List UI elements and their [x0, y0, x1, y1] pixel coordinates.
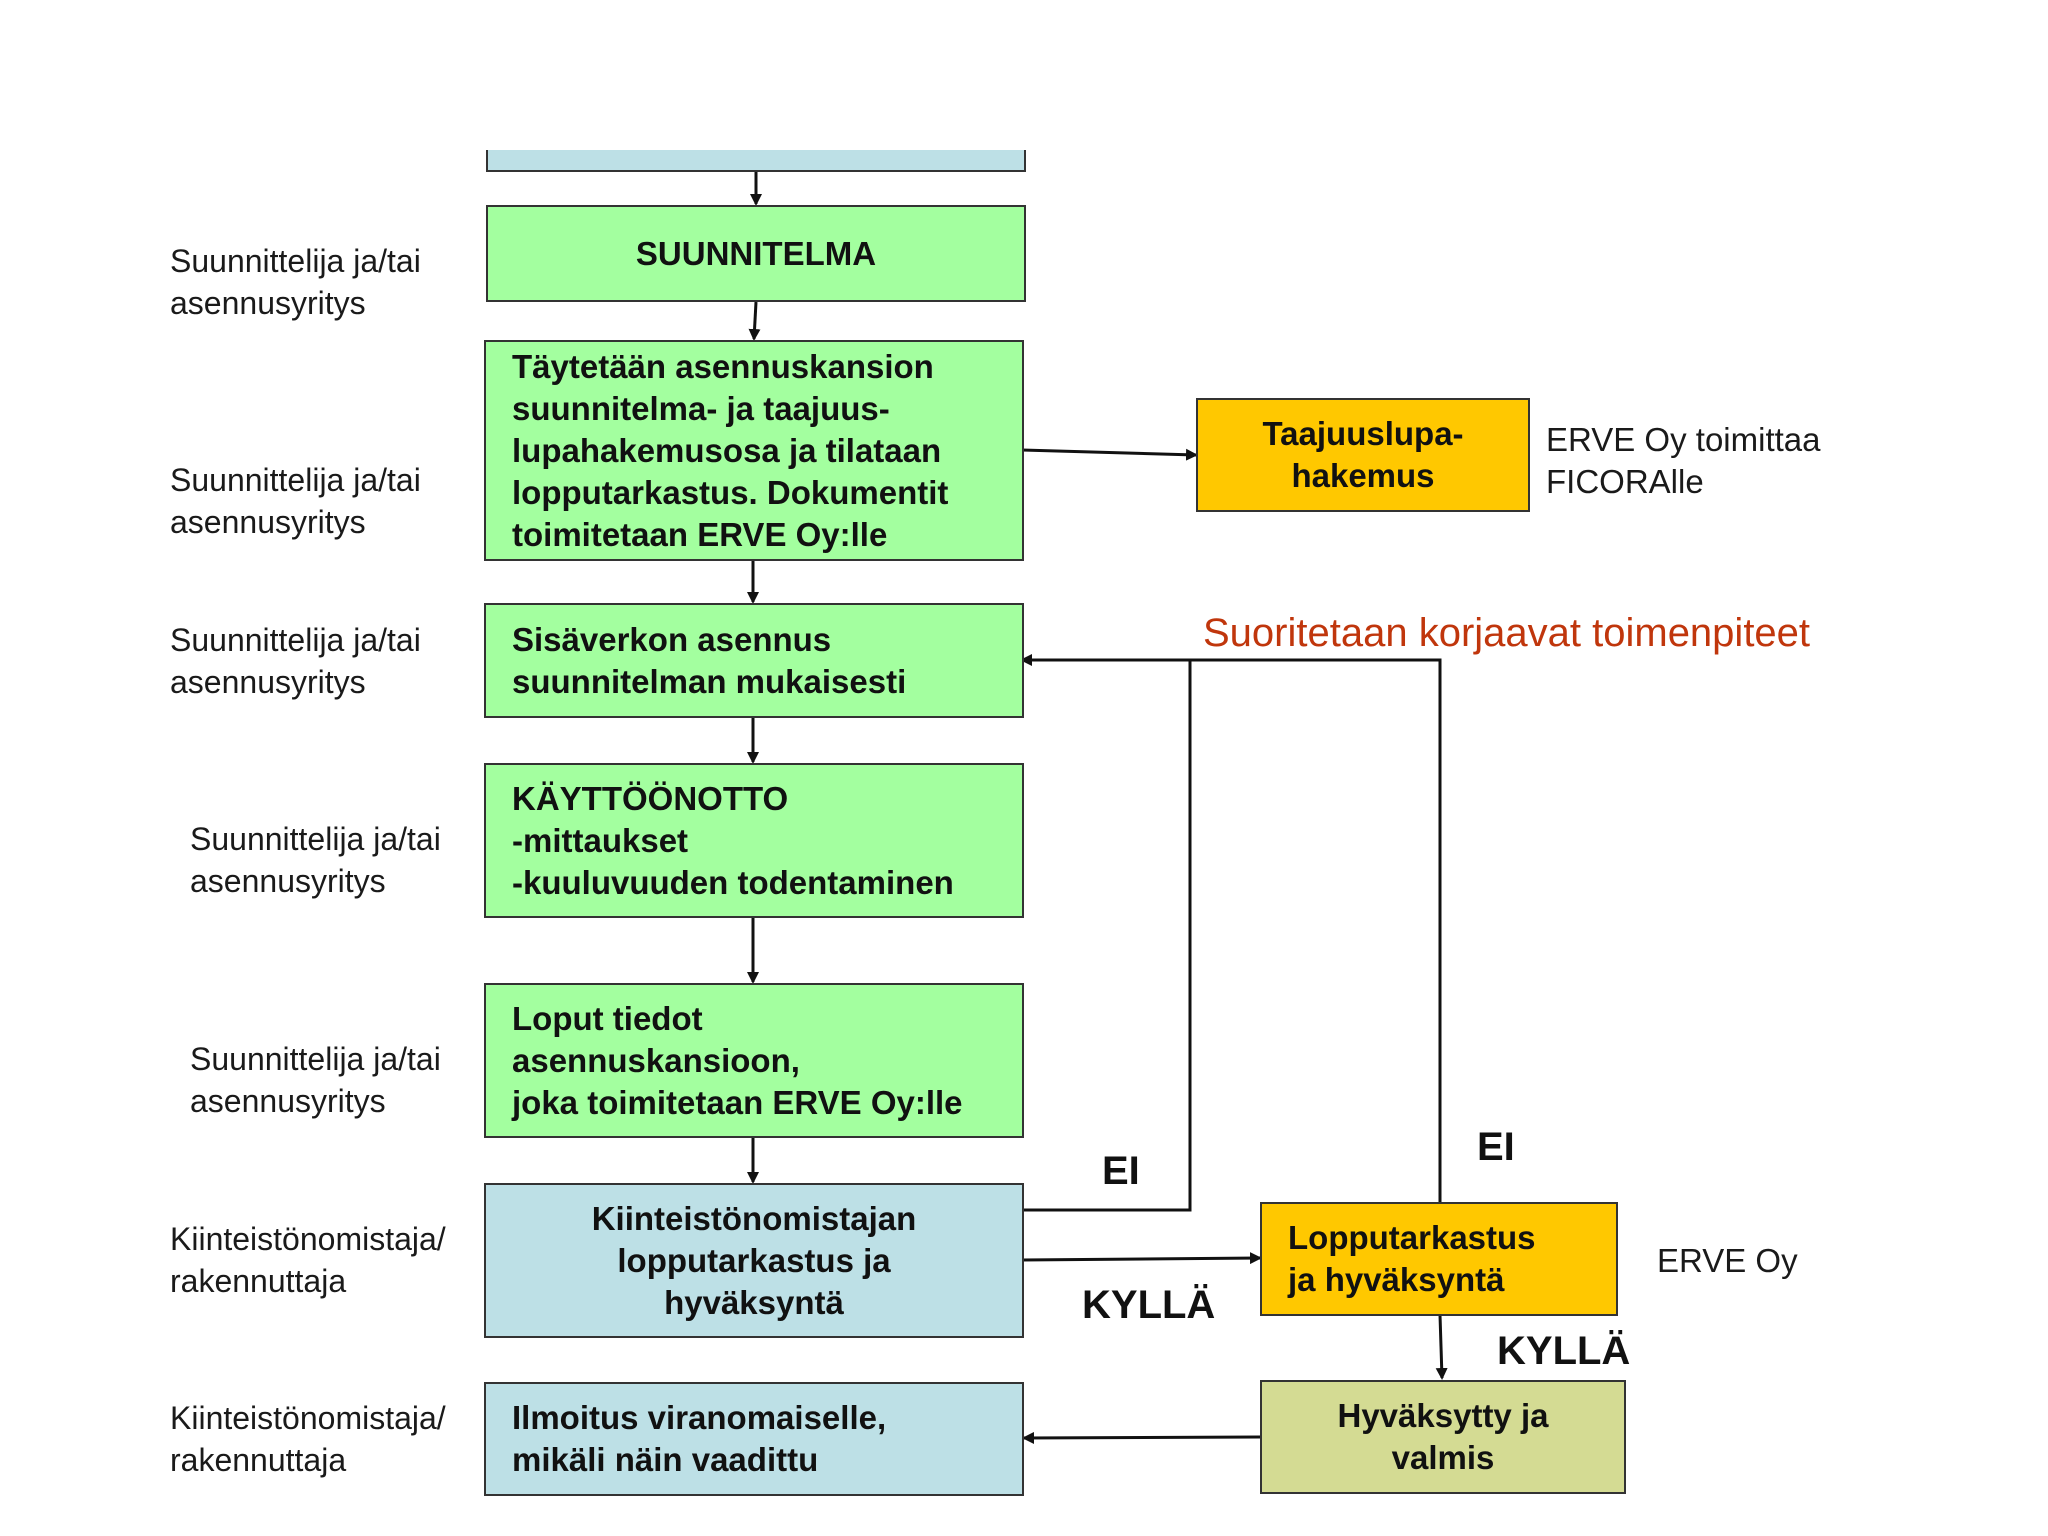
box-taytetaan: Täytetään asennuskansion suunnitelma- ja… [484, 340, 1024, 561]
box-suunnitelma: SUUNNITELMA [486, 205, 1026, 302]
box-ilmoitus-viranomaiselle: Ilmoitus viranomaiselle, mikäli näin vaa… [484, 1382, 1024, 1496]
decision-kylla-right: KYLLÄ [1497, 1329, 1631, 1373]
decision-ei-right: EI [1477, 1125, 1515, 1169]
arrow-taytetaan-to-taajuuslupa [1021, 448, 1198, 461]
box-kayttoonotto: KÄYTTÖÖNOTTO -mittaukset -kuuluvuuden to… [484, 763, 1024, 918]
role-label-suunnitelma: Suunnittelija ja/tai asennusyritys [170, 243, 421, 321]
role-label-ilmoitus: Kiinteistönomistaja/ rakennuttaja [170, 1400, 446, 1478]
role-label-kayttoonotto: Suunnittelija ja/tai asennusyritys [190, 821, 441, 899]
box-sisaverkon-asennus: Sisäverkon asennus suunnitelman mukaises… [484, 603, 1024, 718]
role-label-sisaverkko: Suunnittelija ja/tai asennusyritys [170, 622, 421, 700]
box-hyvaksytty-ja-valmis: Hyväksytty ja valmis [1260, 1380, 1626, 1494]
loop-ei-right [1020, 654, 1442, 1202]
decision-kylla-left: KYLLÄ [1082, 1283, 1216, 1327]
arrow-lopputarkastus-to-hyvaksytty [1435, 1314, 1448, 1380]
note-korjaavat-toimenpiteet: Suoritetaan korjaavat toimenpiteet [1203, 611, 1811, 655]
note-erve-oy: ERVE Oy [1657, 1242, 1798, 1279]
box-lopputarkastus-ja-hyvaksynta: Lopputarkastus ja hyväksyntä [1260, 1202, 1618, 1316]
box-loput-tiedot: Loput tiedot asennuskansioon, joka toimi… [484, 983, 1024, 1138]
box-kiinteistonomistajan-lopputarkastus: Kiinteistönomistajan lopputarkastus ja h… [484, 1183, 1024, 1338]
decision-ei-left: EI [1102, 1149, 1140, 1193]
arrow-kiinteisto-to-lopputarkastus [1021, 1252, 1262, 1265]
role-label-taytetaan: Suunnittelija ja/tai asennusyritys [170, 462, 421, 540]
role-label-loput-tiedot: Suunnittelija ja/tai asennusyritys [190, 1041, 441, 1119]
arrow-suunnitelma-to-taytetaan [748, 301, 761, 341]
note-erve-ficora: ERVE Oy toimittaa FICORAlle [1546, 421, 1821, 500]
box-taajuuslupahakemus: Taajuuslupa- hakemus [1196, 398, 1530, 512]
arrow-hyvaksytty-to-ilmoitus [1022, 1431, 1261, 1444]
cropped-top-box [486, 150, 1026, 172]
loop-ei-left [1022, 660, 1192, 1212]
role-label-kiinteisto: Kiinteistönomistaja/ rakennuttaja [170, 1221, 446, 1299]
